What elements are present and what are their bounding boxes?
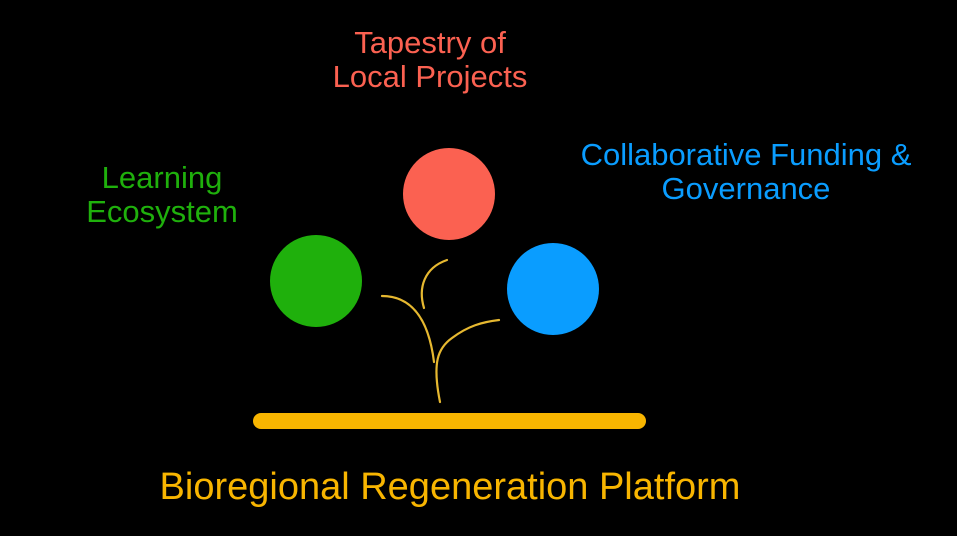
learning-label-line2: Ecosystem: [86, 194, 238, 230]
projects-label: Tapestry of Local Projects: [290, 25, 570, 95]
main-stem: [435, 318, 501, 404]
funding-label-line2: Governance: [661, 171, 831, 207]
platform-title: Bioregional Regeneration Platform: [159, 466, 741, 508]
top-branch-stem: [420, 258, 449, 310]
learning-circle: [270, 235, 362, 327]
projects-label-line2: Local Projects: [332, 59, 528, 95]
funding-label: Collaborative Funding & Governance: [535, 137, 957, 207]
projects-label-line1: Tapestry of: [354, 25, 506, 60]
projects-circle: [403, 148, 495, 240]
learning-label-line1: Learning: [101, 160, 223, 195]
left-branch-stem: [380, 294, 436, 364]
plant-stems: [380, 258, 501, 404]
funding-label-line1: Collaborative Funding &: [580, 137, 912, 172]
funding-circle: [507, 243, 599, 335]
learning-label: Learning Ecosystem: [50, 160, 274, 230]
